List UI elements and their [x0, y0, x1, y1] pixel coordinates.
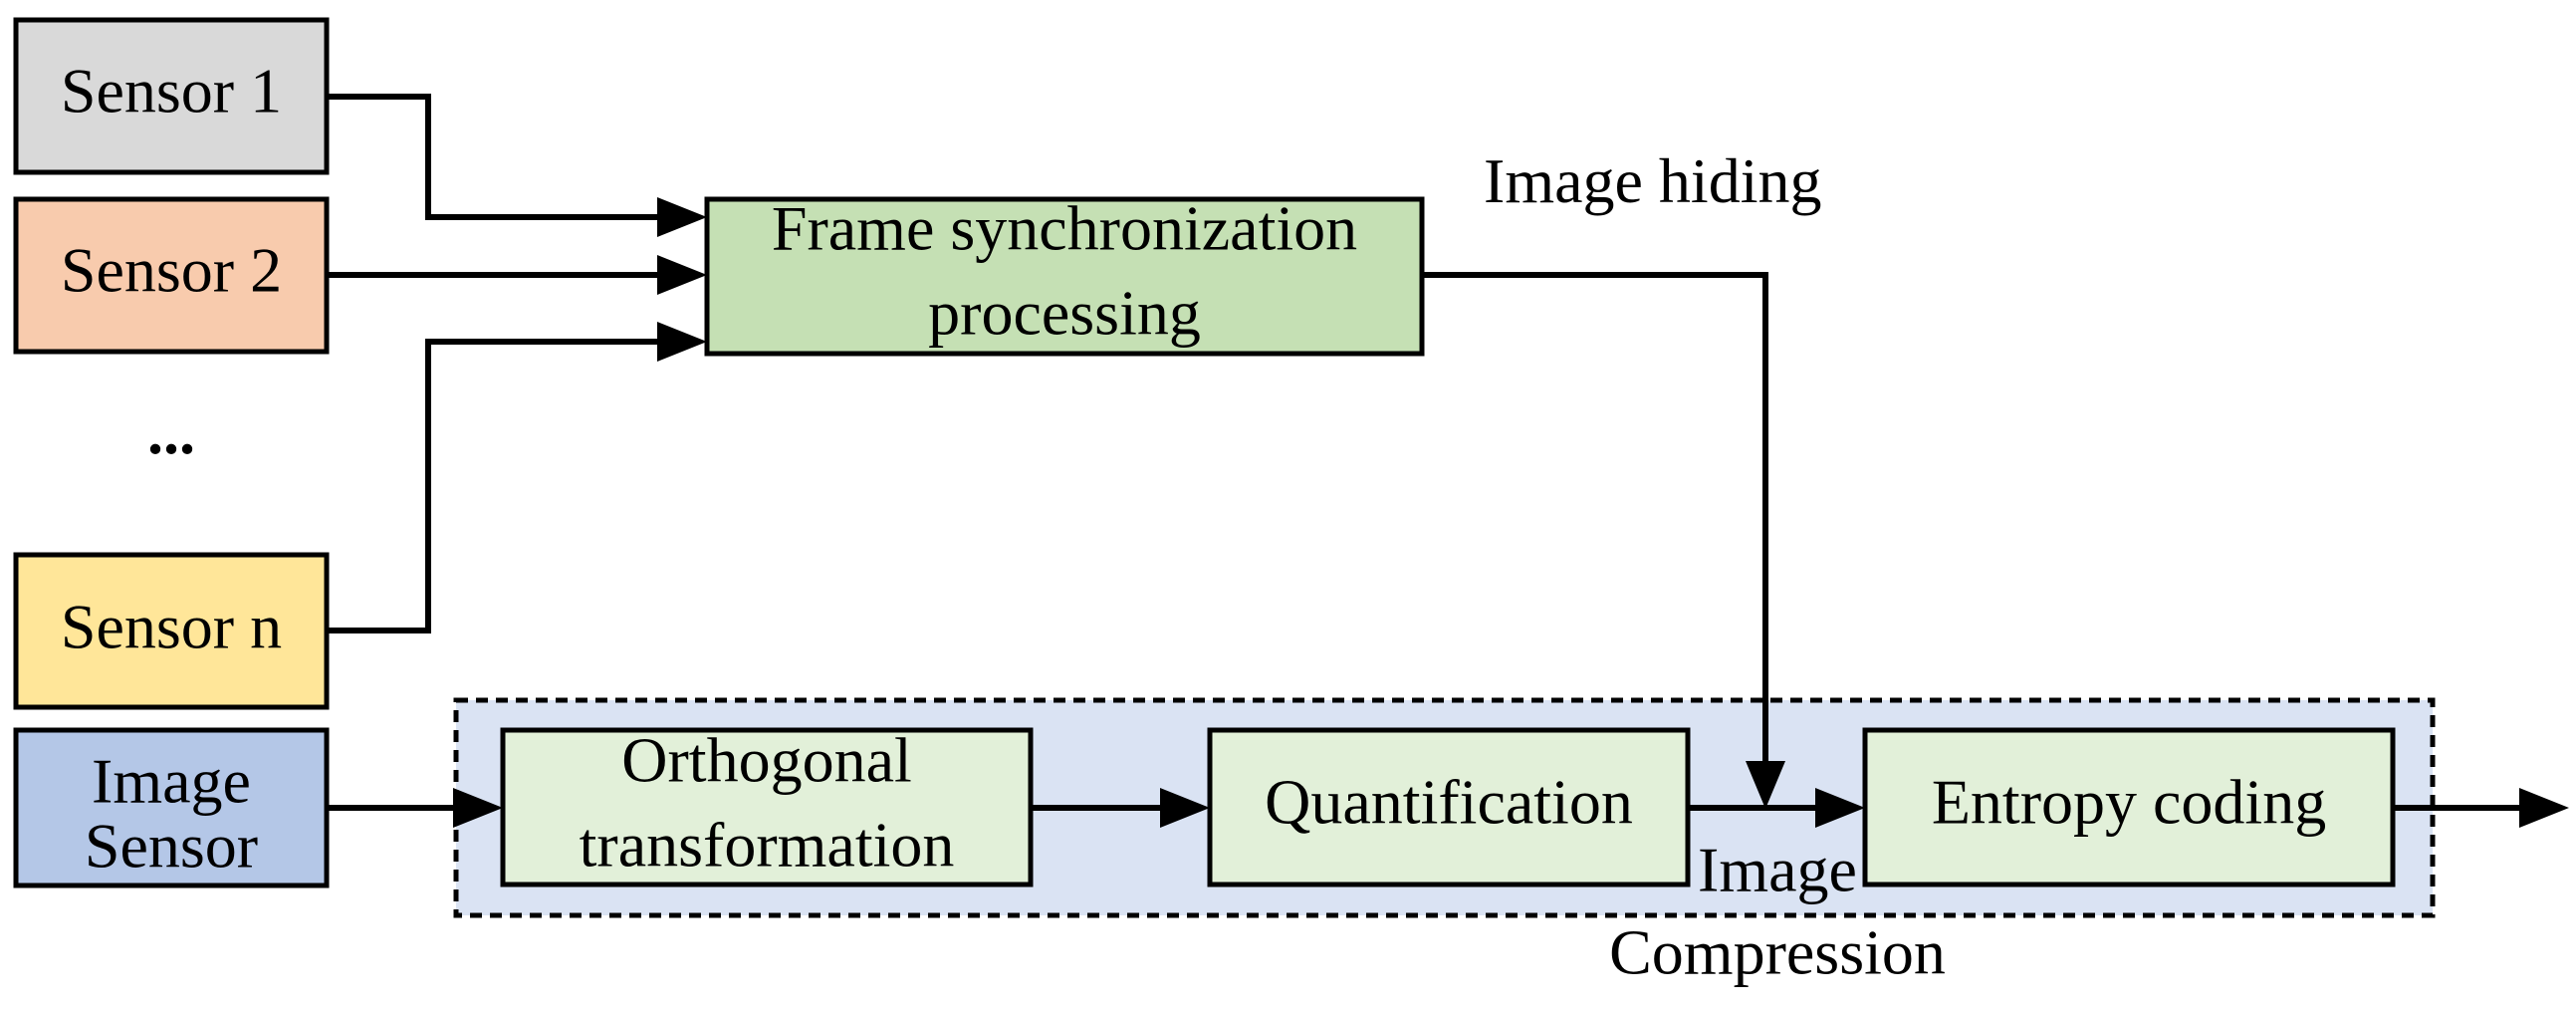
entropy-coding-box: [1862, 727, 2396, 887]
image-compression-label-line1: Image: [1698, 835, 1857, 905]
sensor-1-arrowhead: [657, 197, 707, 237]
sensor-2-arrowhead: [657, 255, 707, 295]
orthogonal-transformation-label-line2: transformation: [580, 810, 955, 881]
image-hiding-arrowhead: [1746, 761, 1785, 809]
frame-sync-box: [704, 196, 1425, 357]
orthogonal-transformation-box: [500, 727, 1034, 887]
frame-sync-label-line2: processing: [928, 278, 1201, 349]
sensor-n-arrowhead: [657, 322, 707, 362]
image-sensor-label-line1: Image: [92, 746, 251, 817]
sensor-1-connector: [327, 94, 657, 220]
output-arrowhead: [2519, 788, 2569, 828]
orthogonal-transformation-label-line1: Orthogonal: [621, 725, 912, 796]
sensor-2-label: Sensor 2: [61, 235, 282, 306]
sensor-n-label: Sensor n: [61, 592, 282, 662]
quantification-to-entropy-arrowhead: [1815, 788, 1865, 828]
sensor-ellipsis: ...: [147, 396, 195, 467]
entropy-coding-label: Entropy coding: [1932, 767, 2326, 838]
quantification-label: Quantification: [1265, 767, 1633, 838]
image-sensor-label-line2: Sensor: [85, 811, 258, 882]
image-sensor-arrowhead: [453, 788, 503, 828]
sensor-1-label: Sensor 1: [61, 56, 282, 126]
frame-sync-label-line1: Frame synchronization: [772, 193, 1357, 264]
sensor-n-connector: [327, 339, 657, 633]
sensor-2-box: [13, 196, 330, 355]
sensor-1-box: [13, 17, 330, 175]
image-compression-label-line2: Compression: [1609, 917, 1946, 988]
image-hiding-connector: [1422, 272, 1768, 761]
image-hiding-label: Image hiding: [1484, 145, 1821, 216]
image-sensor-box: [13, 727, 330, 888]
sensor-n-box: [13, 552, 330, 710]
orthogonal-to-quantification-arrowhead: [1160, 788, 1210, 828]
